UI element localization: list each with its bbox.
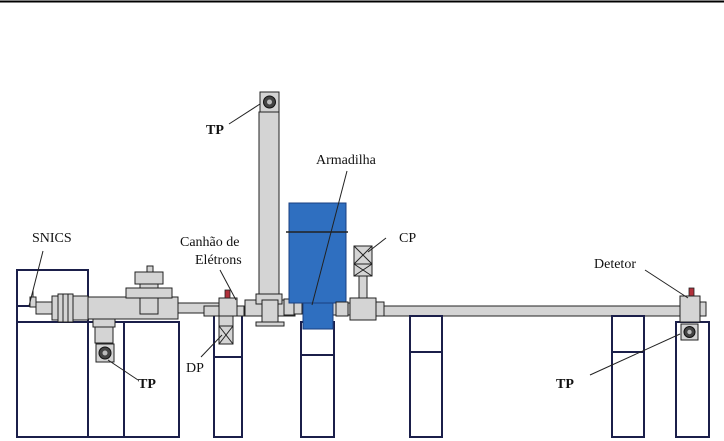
label-canhao-line1: Canhão de [180,235,239,250]
label-tp-top: TP [206,123,224,138]
tp-left-pump [93,319,115,362]
snics-source [30,290,88,322]
leader-lines [29,104,688,380]
label-dp: DP [186,361,204,376]
trap-body [289,203,346,303]
label-canhao-line2: Elétrons [195,253,242,268]
label-tp-left: TP [138,377,156,392]
tp-top-column [256,92,282,304]
label-armadilha: Armadilha [316,153,377,168]
label-detetor: Detetor [594,257,636,272]
label-tp-right: TP [556,377,574,392]
trap-stand [301,322,334,437]
electron-gun [204,290,244,344]
label-snics: SNICS [32,231,72,246]
label-cp: CP [399,231,416,246]
